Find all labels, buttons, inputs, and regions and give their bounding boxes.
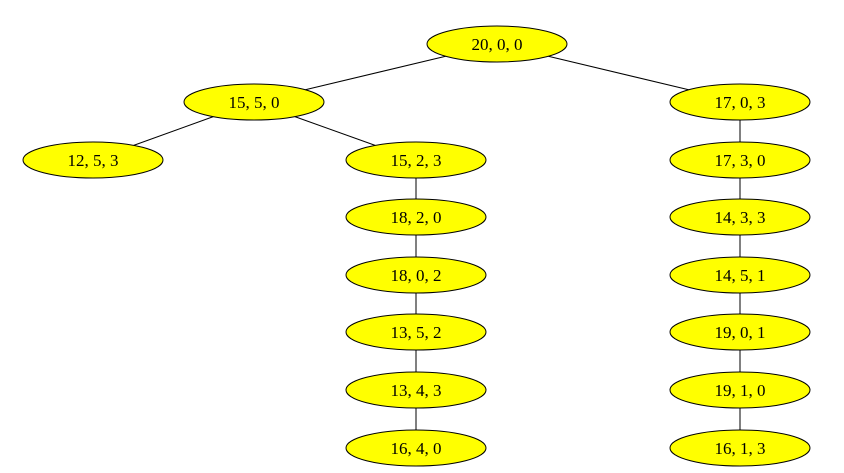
node-label: 15, 2, 3 <box>391 151 442 170</box>
node-label: 17, 3, 0 <box>715 151 766 170</box>
node-label: 20, 0, 0 <box>472 35 523 54</box>
node-label: 18, 2, 0 <box>391 208 442 227</box>
tree-node: 16, 4, 0 <box>345 429 487 467</box>
node-ellipse <box>22 141 164 179</box>
node-ellipse <box>345 141 487 179</box>
node-ellipse <box>669 429 811 467</box>
node-ellipse <box>345 256 487 294</box>
node-label: 19, 0, 1 <box>715 323 766 342</box>
tree-node: 12, 5, 3 <box>22 141 164 179</box>
tree-node: 15, 5, 0 <box>183 83 325 121</box>
node-ellipse <box>345 313 487 351</box>
node-label: 16, 4, 0 <box>391 439 442 458</box>
node-label: 13, 4, 3 <box>391 381 442 400</box>
tree-node: 13, 4, 3 <box>345 371 487 409</box>
tree-node: 17, 3, 0 <box>669 141 811 179</box>
tree-node: 19, 1, 0 <box>669 371 811 409</box>
node-label: 13, 5, 2 <box>391 323 442 342</box>
node-ellipse <box>669 141 811 179</box>
node-ellipse <box>345 198 487 236</box>
tree-node: 14, 5, 1 <box>669 256 811 294</box>
node-label: 15, 5, 0 <box>229 93 280 112</box>
node-label: 19, 1, 0 <box>715 381 766 400</box>
node-label: 16, 1, 3 <box>715 439 766 458</box>
node-ellipse <box>345 429 487 467</box>
tree-node: 18, 0, 2 <box>345 256 487 294</box>
tree-node: 19, 0, 1 <box>669 313 811 351</box>
node-ellipse <box>669 83 811 121</box>
tree-node: 17, 0, 3 <box>669 83 811 121</box>
nodes-layer: 20, 0, 0 15, 5, 0 17, 0, 3 12, 5, 3 15, 2, 3… <box>22 25 811 467</box>
edge-n1-n4 <box>294 116 376 146</box>
node-ellipse <box>669 313 811 351</box>
tree-node: 16, 1, 3 <box>669 429 811 467</box>
node-ellipse <box>669 371 811 409</box>
node-label: 12, 5, 3 <box>68 151 119 170</box>
edge-n1-n3 <box>133 116 214 146</box>
tree-node: 14, 3, 3 <box>669 198 811 236</box>
node-ellipse <box>183 83 325 121</box>
node-ellipse <box>669 256 811 294</box>
node-label: 18, 0, 2 <box>391 266 442 285</box>
node-ellipse <box>669 198 811 236</box>
node-label: 14, 3, 3 <box>715 208 766 227</box>
edge-n0-n2 <box>548 55 689 91</box>
tree-node: 18, 2, 0 <box>345 198 487 236</box>
node-label: 14, 5, 1 <box>715 266 766 285</box>
tree-node: 13, 5, 2 <box>345 313 487 351</box>
tree-node: 15, 2, 3 <box>345 141 487 179</box>
edge-n0-n1 <box>305 55 446 91</box>
node-label: 17, 0, 3 <box>715 93 766 112</box>
node-ellipse <box>426 25 568 63</box>
node-ellipse <box>345 371 487 409</box>
tree-node: 20, 0, 0 <box>426 25 568 63</box>
edges-layer <box>133 55 741 430</box>
